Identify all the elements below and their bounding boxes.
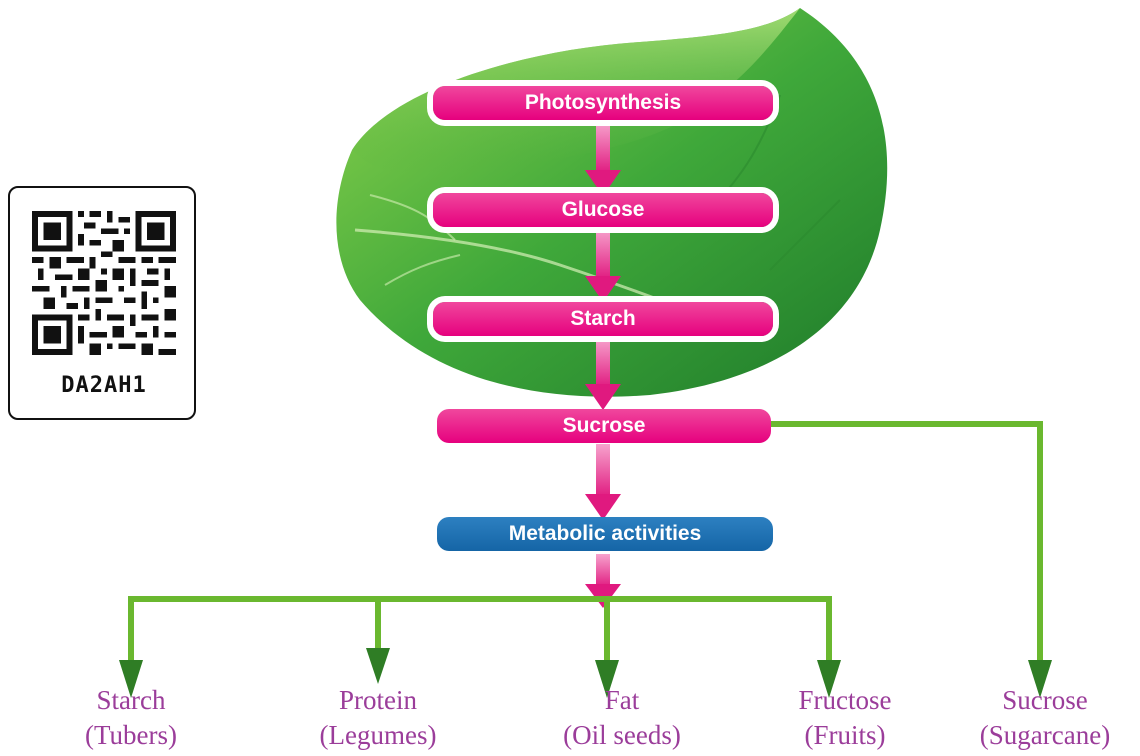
arrow-photosynthesis-to-glucose — [585, 122, 621, 196]
product-fat: Fat (Oil seeds) — [532, 683, 712, 753]
qr-code-icon — [32, 211, 176, 355]
product-protein: Protein (Legumes) — [288, 683, 468, 753]
qr-code-label: DA2AH1 — [61, 373, 147, 398]
glucose-box: Glucose — [433, 193, 773, 227]
metabolic-activities-box: Metabolic activities — [437, 517, 773, 551]
product-source: (Legumes) — [319, 720, 437, 750]
product-starch: Starch (Tubers) — [41, 683, 221, 753]
product-name: Protein — [339, 685, 417, 715]
arrow-starch-to-sucrose — [585, 338, 621, 410]
qr-code-box[interactable]: DA2AH1 — [8, 186, 196, 420]
sucrose-box: Sucrose — [437, 409, 771, 443]
arrow-sucrose-to-metabolic — [585, 444, 621, 520]
arrowhead-fat — [595, 660, 619, 698]
product-fructose: Fructose (Fruits) — [755, 683, 935, 753]
arrowhead-protein — [366, 648, 390, 684]
starch-box: Starch — [433, 302, 773, 336]
photosynthesis-box: Photosynthesis — [433, 86, 773, 120]
product-name: Starch — [96, 685, 166, 715]
product-source: (Tubers) — [84, 720, 177, 750]
arrowhead-fructose — [817, 660, 841, 698]
sucrose-side-branch — [767, 421, 1043, 675]
arrowhead-starch — [119, 660, 143, 698]
flow-arrows — [585, 122, 621, 608]
product-name: Fructose — [798, 685, 892, 715]
product-name: Sucrose — [1002, 685, 1088, 715]
arrow-glucose-to-starch — [585, 228, 621, 302]
arrowhead-sucrose — [1028, 660, 1052, 698]
product-source: (Sugarcane) — [979, 720, 1111, 750]
product-sucrose: Sucrose (Sugarcane) — [955, 683, 1135, 753]
branch-arrowheads — [119, 648, 1052, 698]
product-name: Fat — [604, 685, 640, 715]
product-source: (Oil seeds) — [563, 720, 681, 750]
branch-lines — [128, 421, 1043, 675]
product-source: (Fruits) — [804, 720, 886, 750]
